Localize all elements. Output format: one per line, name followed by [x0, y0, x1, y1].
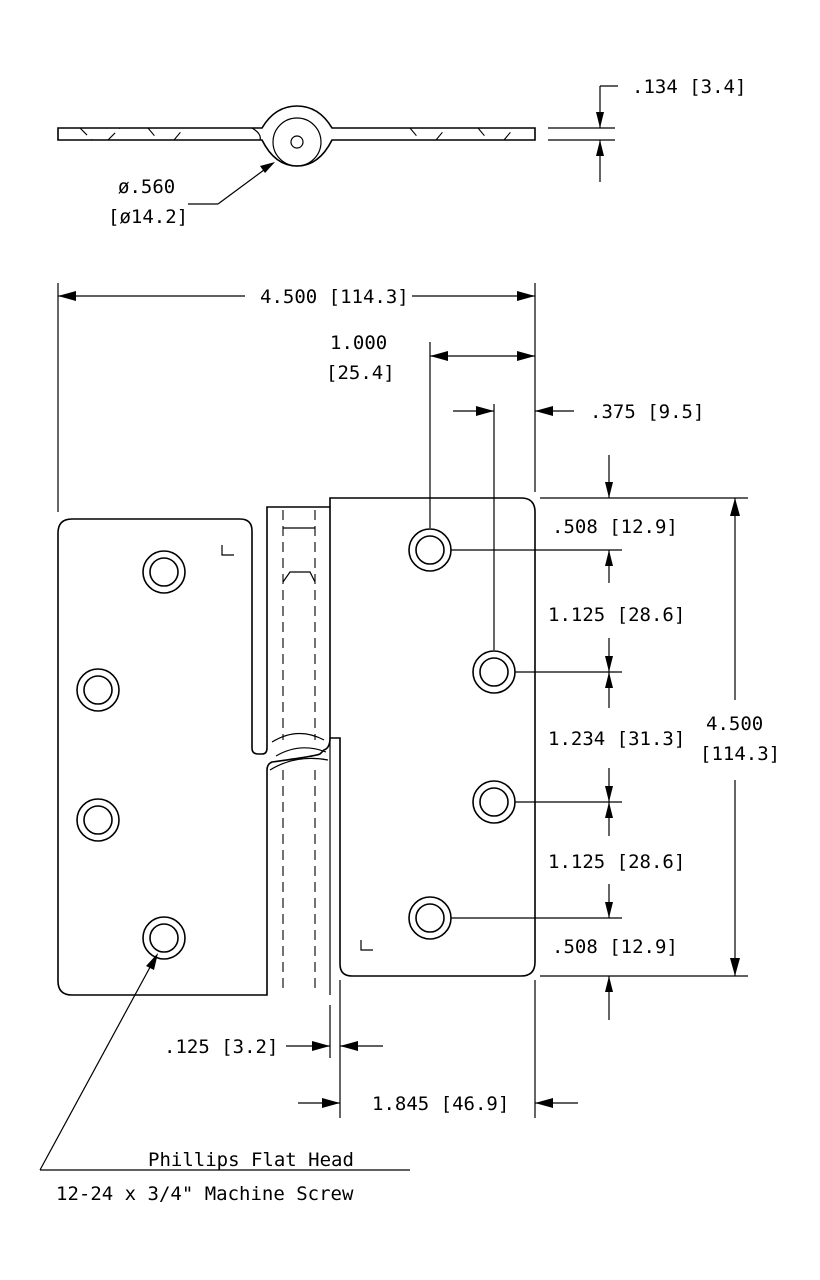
top-margin-label: .508 [12.9] [552, 516, 678, 538]
spacing-a-label: 1.125 [28.6] [548, 604, 685, 626]
top-view: .134 [3.4] ø.560 [ø14.2] [57, 76, 746, 228]
screw-note-line1: Phillips Flat Head [148, 1149, 354, 1171]
spacing-b-label: 1.125 [28.6] [548, 851, 685, 873]
hole-offset-dims: 1.000 [25.4] .375 [9.5] [326, 332, 704, 650]
gap-label: .125 [3.2] [164, 1036, 278, 1058]
pin-diameter-label: ø.560 [118, 176, 175, 198]
right-leaf [329, 497, 536, 995]
left-leaf [57, 506, 331, 996]
overall-width-label: 4.500 [114.3] [260, 286, 409, 308]
height-label: 4.500 [706, 713, 763, 735]
edge-offset-label: .375 [9.5] [590, 401, 704, 423]
spacing-mid-label: 1.234 [31.3] [548, 728, 685, 750]
pin-diameter-metric: [ø14.2] [108, 206, 188, 228]
height-metric: [114.3] [700, 743, 780, 765]
bottom-dims: .125 [3.2] 1.845 [46.9] [164, 980, 578, 1118]
overall-width-dim: 4.500 [114.3] [57, 283, 536, 512]
thickness-label: .134 [3.4] [632, 76, 746, 98]
screw-note-line2: 12-24 x 3/4" Machine Screw [56, 1183, 354, 1205]
screw-note: Phillips Flat Head 12-24 x 3/4" Machine … [39, 953, 410, 1205]
hole-offset-metric: [25.4] [326, 362, 395, 384]
hole-offset-label: 1.000 [330, 332, 387, 354]
vertical-spacing-dims: .508 [12.9] 1.125 [28.6] 1.234 [31.3] 1.… [451, 455, 780, 1020]
leaf-width-label: 1.845 [46.9] [372, 1093, 509, 1115]
bottom-margin-label: .508 [12.9] [552, 936, 678, 958]
